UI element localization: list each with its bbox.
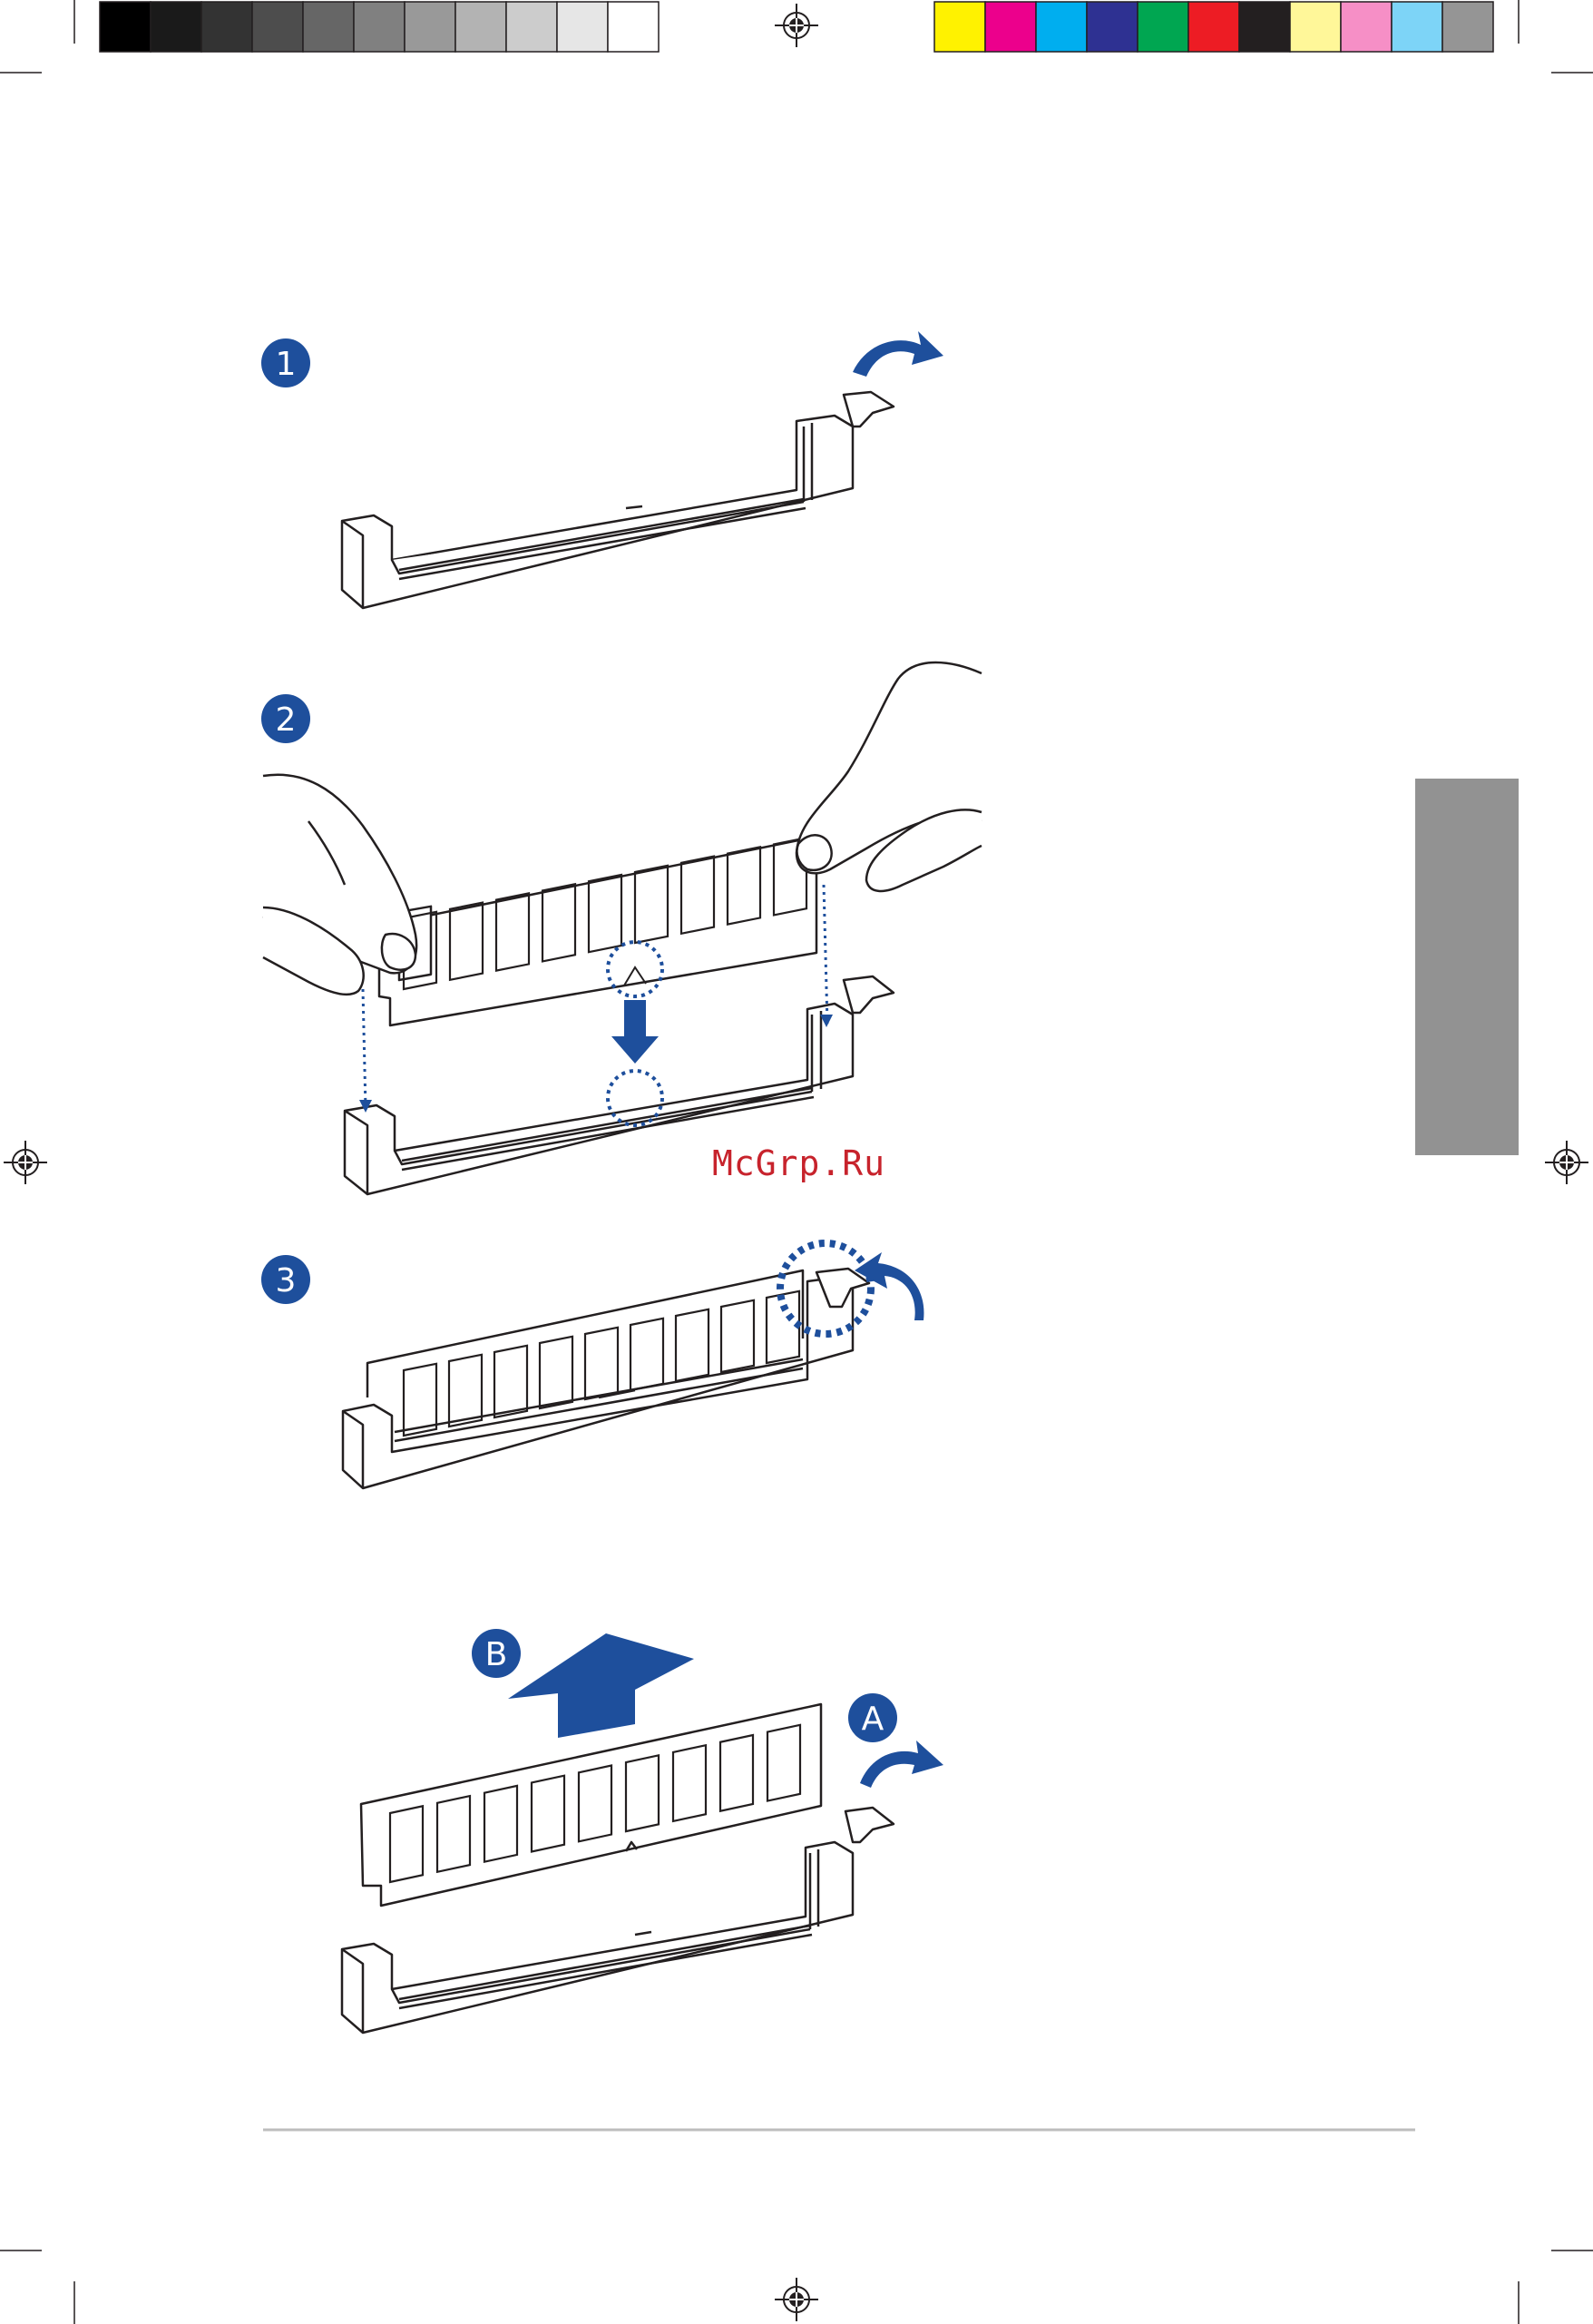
label-a-text: A bbox=[862, 1701, 884, 1738]
dimm-slot-open bbox=[342, 392, 894, 608]
memory-chip bbox=[767, 1291, 799, 1363]
insert-down-arrow-icon bbox=[611, 1000, 659, 1064]
hand-right-icon bbox=[796, 662, 982, 891]
calibration-swatch bbox=[252, 2, 303, 52]
calibration-swatch bbox=[934, 2, 985, 52]
calibration-swatch bbox=[506, 2, 557, 52]
step-2-figure: 2 bbox=[261, 662, 982, 1194]
calibration-swatch bbox=[100, 2, 151, 52]
calibration-swatch bbox=[1341, 2, 1392, 52]
step-3-number: 3 bbox=[276, 1262, 297, 1299]
calibration-swatch bbox=[455, 2, 506, 52]
memory-chip bbox=[630, 1319, 663, 1390]
watermark: McGrp.Ru bbox=[712, 1143, 885, 1183]
calibration-swatch bbox=[151, 2, 201, 52]
calibration-swatch bbox=[1036, 2, 1087, 52]
color-calibration-bar bbox=[934, 2, 1493, 52]
calibration-swatch bbox=[1138, 2, 1188, 52]
registration-mark-top bbox=[775, 4, 818, 47]
calibration-swatch bbox=[557, 2, 608, 52]
memory-chip bbox=[676, 1309, 709, 1381]
step-2-number: 2 bbox=[276, 701, 297, 739]
calibration-swatch bbox=[405, 2, 455, 52]
release-arrow-icon bbox=[853, 331, 943, 377]
release-latch-arrow-icon bbox=[860, 1741, 943, 1788]
memory-chip bbox=[540, 1337, 572, 1408]
lift-up-arrow-icon bbox=[508, 1633, 694, 1738]
step-2-badge: 2 bbox=[261, 694, 310, 743]
memory-chip bbox=[585, 1328, 618, 1399]
calibration-swatch bbox=[1442, 2, 1493, 52]
calibration-swatch bbox=[201, 2, 252, 52]
label-b-badge: B bbox=[472, 1629, 521, 1678]
registration-mark-right bbox=[1545, 1141, 1588, 1184]
hand-left-icon bbox=[263, 775, 416, 995]
calibration-swatch bbox=[303, 2, 354, 52]
calibration-swatch bbox=[1188, 2, 1239, 52]
step-1-number: 1 bbox=[276, 346, 297, 383]
calibration-swatch bbox=[985, 2, 1036, 52]
registration-mark-left bbox=[4, 1141, 47, 1184]
calibration-swatch bbox=[1087, 2, 1138, 52]
calibration-swatch bbox=[1392, 2, 1442, 52]
memory-chip bbox=[721, 1300, 754, 1372]
removal-figure: B A bbox=[342, 1629, 943, 2033]
chapter-side-tab bbox=[1415, 779, 1519, 1155]
label-a-badge: A bbox=[848, 1693, 897, 1742]
calibration-swatch bbox=[354, 2, 405, 52]
calibration-swatch bbox=[608, 2, 659, 52]
gray-calibration-bar bbox=[100, 2, 659, 52]
calibration-swatch bbox=[1239, 2, 1290, 52]
step-3-figure: 3 bbox=[261, 1243, 924, 1488]
step-1-badge: 1 bbox=[261, 338, 310, 387]
memory-chip bbox=[494, 1346, 527, 1417]
label-b-text: B bbox=[485, 1636, 508, 1673]
step-1-figure: 1 bbox=[261, 331, 943, 608]
step-3-badge: 3 bbox=[261, 1255, 310, 1304]
memory-module bbox=[379, 837, 816, 1025]
registration-mark-bottom bbox=[775, 2278, 818, 2321]
memory-chip bbox=[449, 1355, 482, 1427]
dimm-installed bbox=[343, 1269, 869, 1488]
calibration-swatch bbox=[1290, 2, 1341, 52]
